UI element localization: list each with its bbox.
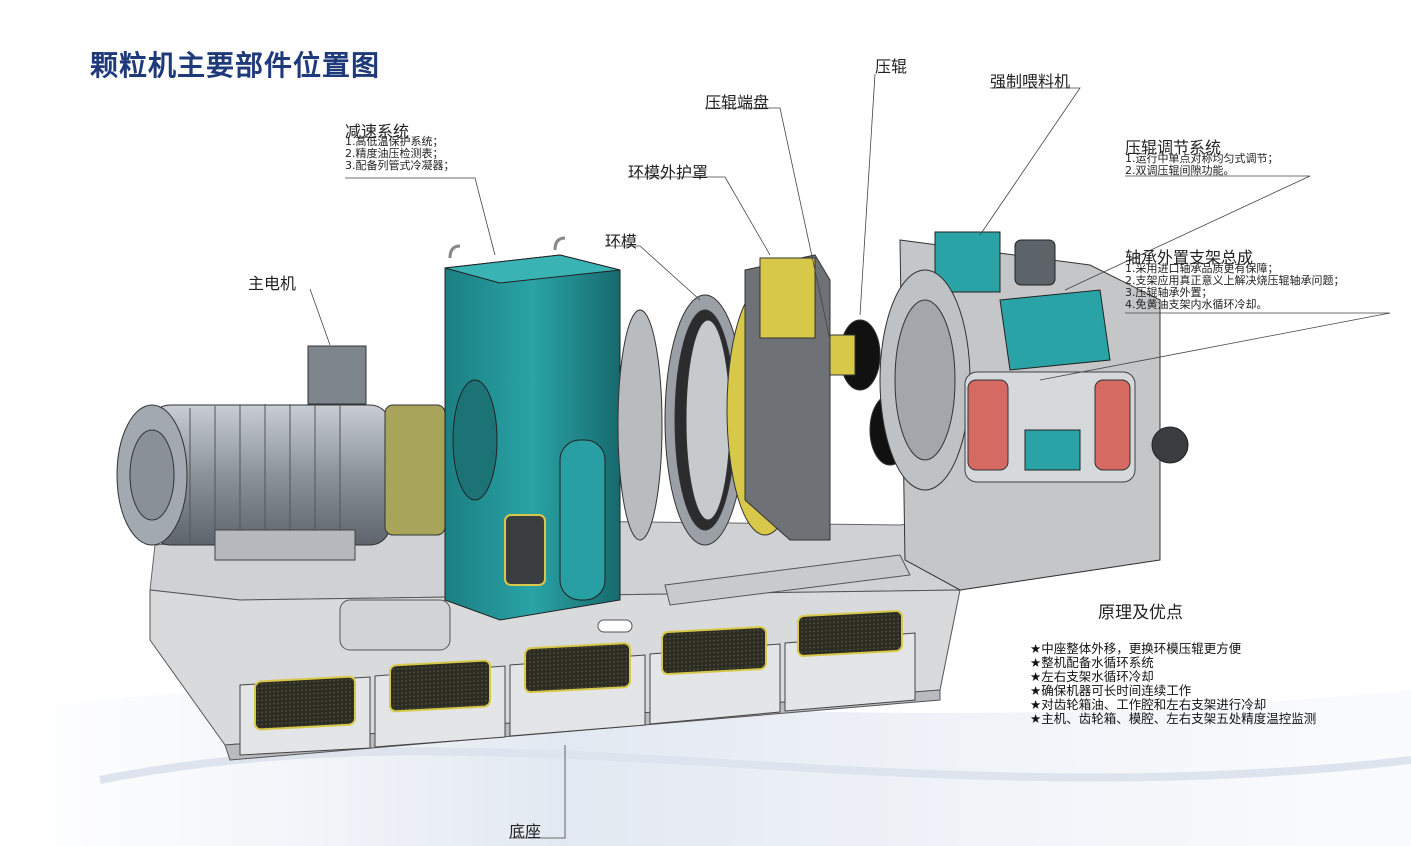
note-reducer: 1.高低温保护系统； 2.精度油压检测表； 3.配备列管式冷凝器； (345, 136, 455, 172)
label-bearing-support: 轴承外置支架总成 (1125, 248, 1254, 267)
note-bearing-support-line: 1.采用进口轴承品质更有保障； (1125, 262, 1279, 275)
label-main-motor: 主电机 (248, 274, 297, 293)
note-roller-adjust-line: 1.运行中单点对称均匀式调节； (1125, 152, 1279, 165)
label-press-roller: 压辊 (875, 57, 908, 76)
label-roller-end-disc: 压辊端盘 (705, 93, 770, 112)
advantages-list: ★中座整体外移，更换环模压辊更方便 ★整机配备水循环系统 ★左右支架水循环冷却 … (1030, 642, 1316, 726)
advantage-item: ★中座整体外移，更换环模压辊更方便 (1030, 641, 1242, 656)
note-reducer-line: 3.配备列管式冷凝器； (345, 159, 455, 172)
advantages-title: 原理及优点 (1098, 603, 1183, 623)
advantage-item: ★左右支架水循环冷却 (1030, 669, 1154, 684)
note-bearing-support-line: 3.压辊轴承外置； (1125, 286, 1213, 299)
advantage-item: ★整机配备水循环系统 (1030, 655, 1154, 670)
note-roller-adjust-line: 2.双调压辊间隙功能。 (1125, 164, 1235, 177)
note-reducer-line: 2.精度油压检测表； (345, 147, 444, 160)
base-frame (149, 489, 1161, 761)
page-title: 颗粒机主要部件位置图 (90, 49, 381, 82)
advantage-item: ★对齿轮箱油、工作腔和左右支架进行冷却 (1030, 697, 1267, 712)
label-forced-feeder: 强制喂料机 (990, 72, 1071, 91)
label-reducer: 减速系统 (345, 122, 410, 141)
gearbox-reducer (444, 236, 621, 621)
label-roller-adjust: 压辊调节系统 (1125, 138, 1222, 157)
label-ring-die: 环模 (605, 232, 638, 251)
note-bearing-support-line: 4.免黄油支架内水循环冷却。 (1125, 298, 1268, 311)
advantage-item: ★确保机器可长时间连续工作 (1030, 683, 1192, 698)
note-bearing-support: 1.采用进口轴承品质更有保障； 2.支架应用真正意义上解决烧压辊轴承问题； 3.… (1125, 263, 1345, 311)
main-motor (116, 345, 391, 561)
note-reducer-line: 1.高低温保护系统； (345, 135, 444, 148)
ring-die (617, 294, 746, 546)
note-bearing-support-line: 2.支架应用真正意义上解决烧压辊轴承问题； (1125, 274, 1345, 287)
advantage-item: ★主机、齿轮箱、模腔、左右支架五处精度温控监测 (1030, 711, 1317, 726)
note-roller-adjust: 1.运行中单点对称均匀式调节； 2.双调压辊间隙功能。 (1125, 153, 1279, 177)
label-ring-die-cover: 环模外护罩 (628, 163, 709, 182)
label-base: 底座 (509, 822, 542, 841)
ring-die-cover (726, 254, 831, 541)
forced-feeder-assembly (879, 231, 1189, 591)
